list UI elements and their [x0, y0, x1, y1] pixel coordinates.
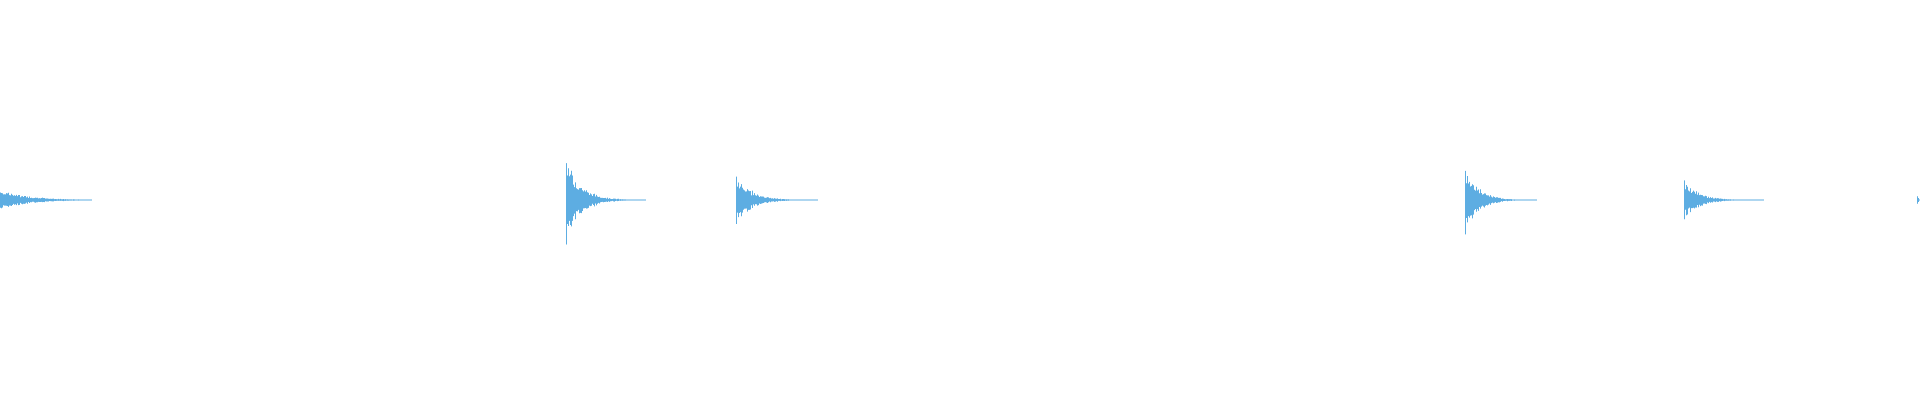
waveform-burst [1684, 180, 1764, 220]
waveform-burst [0, 192, 92, 209]
waveform-bursts [0, 163, 1920, 245]
waveform-burst [736, 176, 818, 224]
waveform-burst [566, 163, 646, 245]
waveform-burst [1465, 170, 1537, 235]
